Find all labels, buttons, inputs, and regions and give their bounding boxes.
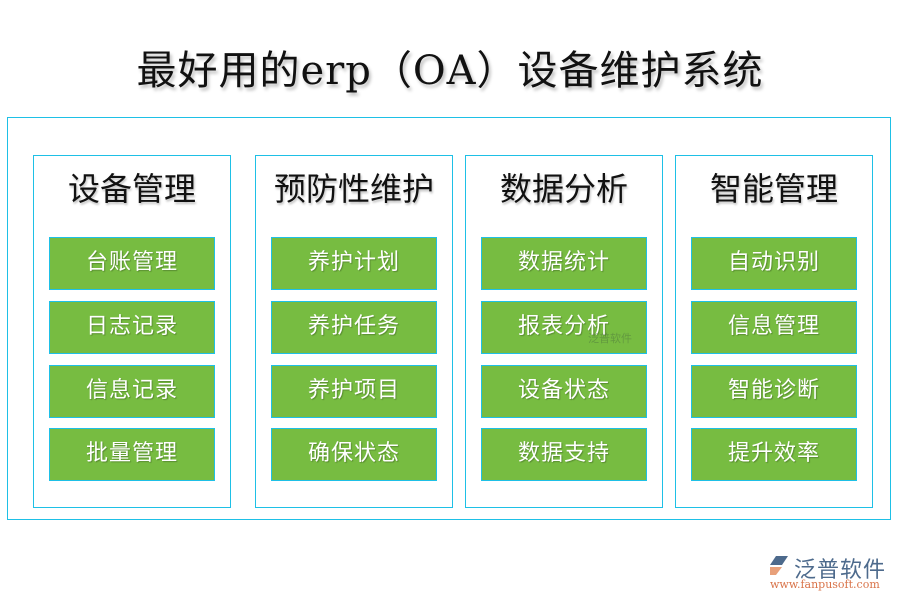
item-auto-recognition[interactable]: 自动识别 xyxy=(691,237,857,290)
item-maintenance-project[interactable]: 养护项目 xyxy=(271,365,437,418)
column-title: 智能管理 xyxy=(709,170,838,208)
item-data-statistics[interactable]: 数据统计 xyxy=(481,237,647,290)
item-log-record[interactable]: 日志记录 xyxy=(49,301,215,354)
fanpu-logo-icon xyxy=(770,556,788,575)
column-equipment-management: 设备管理 台账管理 日志记录 信息记录 批量管理 xyxy=(33,155,231,508)
item-maintenance-task[interactable]: 养护任务 xyxy=(271,301,437,354)
item-ledger-management[interactable]: 台账管理 xyxy=(49,237,215,290)
column-data-analysis: 数据分析 数据统计 报表分析 设备状态 数据支持 xyxy=(465,155,663,508)
item-report-analysis[interactable]: 报表分析 xyxy=(481,301,647,354)
item-maintenance-plan[interactable]: 养护计划 xyxy=(271,237,437,290)
column-preventive-maintenance: 预防性维护 养护计划 养护任务 养护项目 确保状态 xyxy=(255,155,453,508)
item-data-support[interactable]: 数据支持 xyxy=(481,428,647,481)
item-ensure-status[interactable]: 确保状态 xyxy=(271,428,437,481)
item-batch-management[interactable]: 批量管理 xyxy=(49,428,215,481)
item-info-management[interactable]: 信息管理 xyxy=(691,301,857,354)
diagram-container xyxy=(7,117,891,520)
column-smart-management: 智能管理 自动识别 信息管理 智能诊断 提升效率 xyxy=(675,155,873,508)
item-info-record[interactable]: 信息记录 xyxy=(49,365,215,418)
logo-url: www.fanpusoft.com xyxy=(770,578,880,591)
brand-logo: 泛普软件 www.fanpusoft.com xyxy=(768,552,898,592)
item-equipment-status[interactable]: 设备状态 xyxy=(481,365,647,418)
column-title: 数据分析 xyxy=(499,170,628,208)
item-smart-diagnosis[interactable]: 智能诊断 xyxy=(691,365,857,418)
column-title: 预防性维护 xyxy=(273,170,434,208)
column-title: 设备管理 xyxy=(67,170,196,208)
logo-name: 泛普软件 xyxy=(794,558,887,583)
page-title: 最好用的erp（OA）设备维护系统 xyxy=(136,48,764,94)
item-improve-efficiency[interactable]: 提升效率 xyxy=(691,428,857,481)
